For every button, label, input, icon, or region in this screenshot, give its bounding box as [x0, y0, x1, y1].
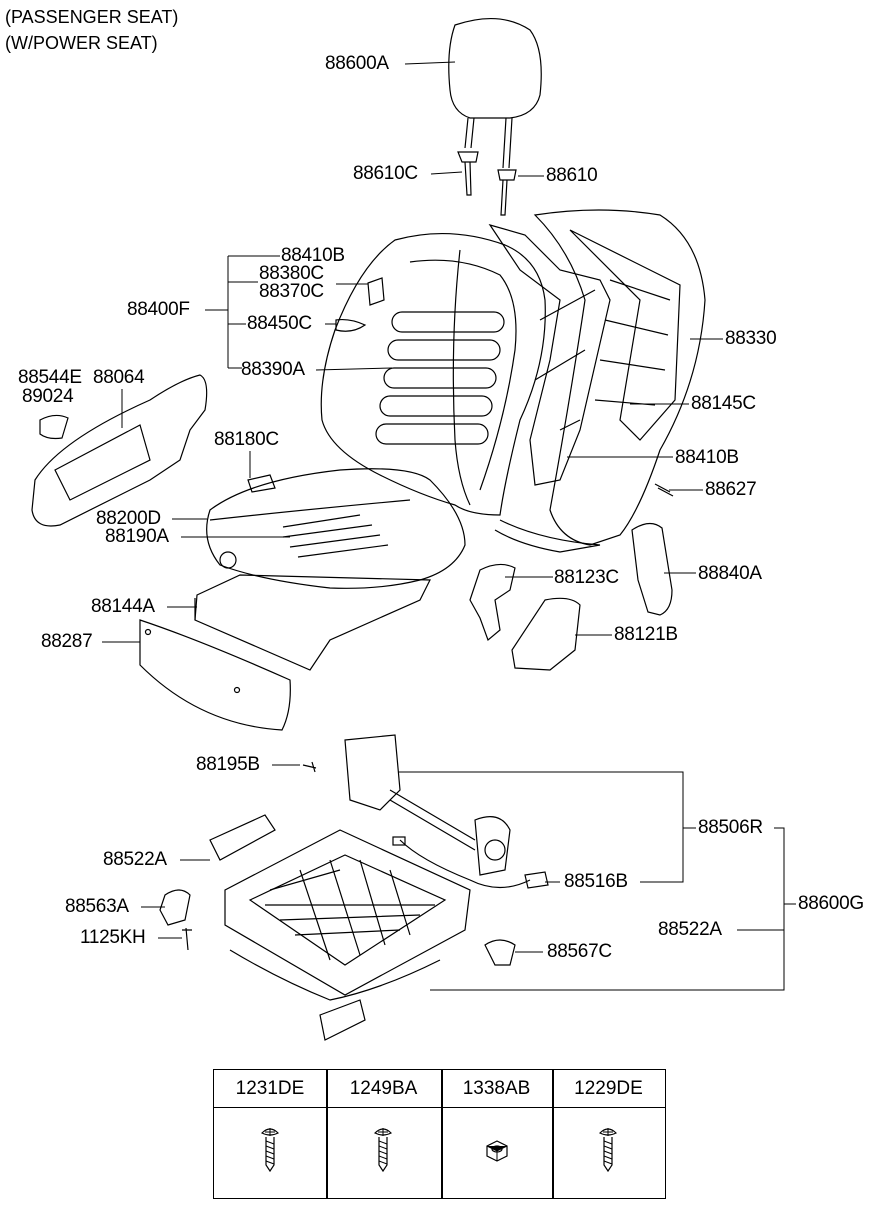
part-label-88330: 88330 [725, 328, 777, 349]
part-label-88506R: 88506R [698, 817, 763, 838]
clip-part [654, 483, 674, 497]
part-label-88563A: 88563A [65, 896, 129, 917]
part-label-88627: 88627 [705, 479, 757, 500]
part-label-88144A: 88144A [91, 596, 155, 617]
part-label-88610C: 88610C [353, 163, 418, 184]
part-label-88567C: 88567C [547, 941, 612, 962]
leader-lines [102, 61, 796, 991]
part-label-88064: 88064 [93, 367, 145, 388]
table-divider [326, 1070, 328, 1198]
part-label-88123C: 88123C [554, 567, 619, 588]
part-label-88145C: 88145C [691, 393, 756, 414]
part-label-88600G: 88600G [798, 893, 864, 914]
fastener-table-header [214, 1070, 665, 1108]
back-panel-part [533, 209, 706, 546]
fastener-code: 1231DE [235, 1078, 305, 1099]
part-label-88522A-left: 88522A [103, 849, 167, 870]
part-label-88370C: 88370C [259, 281, 324, 302]
part-label-89024: 89024 [22, 386, 74, 407]
part-label-88522A-right: 88522A [658, 919, 722, 940]
fastener-code: 1249BA [349, 1078, 418, 1099]
screw-icon [373, 1128, 393, 1173]
part-label-88390A: 88390A [241, 359, 305, 380]
front-trim-part [139, 619, 291, 731]
part-label-88610: 88610 [546, 165, 598, 186]
fastener-code: 1229DE [574, 1078, 643, 1099]
seat-pan-part [194, 574, 431, 671]
part-label-88840A: 88840A [698, 563, 762, 584]
seatback-cushion-part [320, 232, 546, 516]
headrest-part [448, 17, 542, 216]
part-label-88516B: 88516B [564, 871, 628, 892]
part-label-88200D: 88200D [96, 508, 161, 529]
diagram-subtitle: (W/POWER SEAT) [5, 33, 158, 53]
handle-part [631, 522, 673, 616]
part-label-88400F: 88400F [127, 299, 190, 320]
recliner-cover-part [511, 597, 581, 671]
part-label-88410B-top: 88410B [281, 245, 345, 266]
fastener-table: 1231DE 1249BA 1338AB 1229DE [213, 1069, 666, 1199]
side-cover-part [31, 374, 208, 527]
seat-cushion-part [206, 468, 466, 589]
screw-icon [598, 1128, 618, 1173]
part-label-88195B: 88195B [196, 754, 260, 775]
nut-icon [486, 1140, 508, 1162]
part-label-88190A: 88190A [105, 526, 169, 547]
part-label-88287: 88287 [41, 631, 93, 652]
part-label-88180C: 88180C [214, 429, 279, 450]
part-label-88544E: 88544E [18, 367, 82, 388]
screw-icon [260, 1128, 280, 1173]
table-divider [441, 1070, 443, 1198]
part-label-88410B-side: 88410B [675, 447, 739, 468]
diagram-title: (PASSENGER SEAT) [5, 7, 179, 27]
seatback-frame-part [488, 223, 611, 553]
fastener-code: 1338AB [462, 1078, 531, 1099]
part-label-88600A: 88600A [325, 53, 389, 74]
part-label-1125KH: 1125KH [80, 927, 146, 948]
part-label-88450C: 88450C [247, 313, 312, 334]
part-label-88380C: 88380C [259, 263, 324, 284]
part-label-88121B: 88121B [614, 624, 678, 645]
power-seat-frame-part [159, 734, 549, 1041]
table-divider [552, 1070, 554, 1198]
lumbar-part [469, 563, 516, 642]
